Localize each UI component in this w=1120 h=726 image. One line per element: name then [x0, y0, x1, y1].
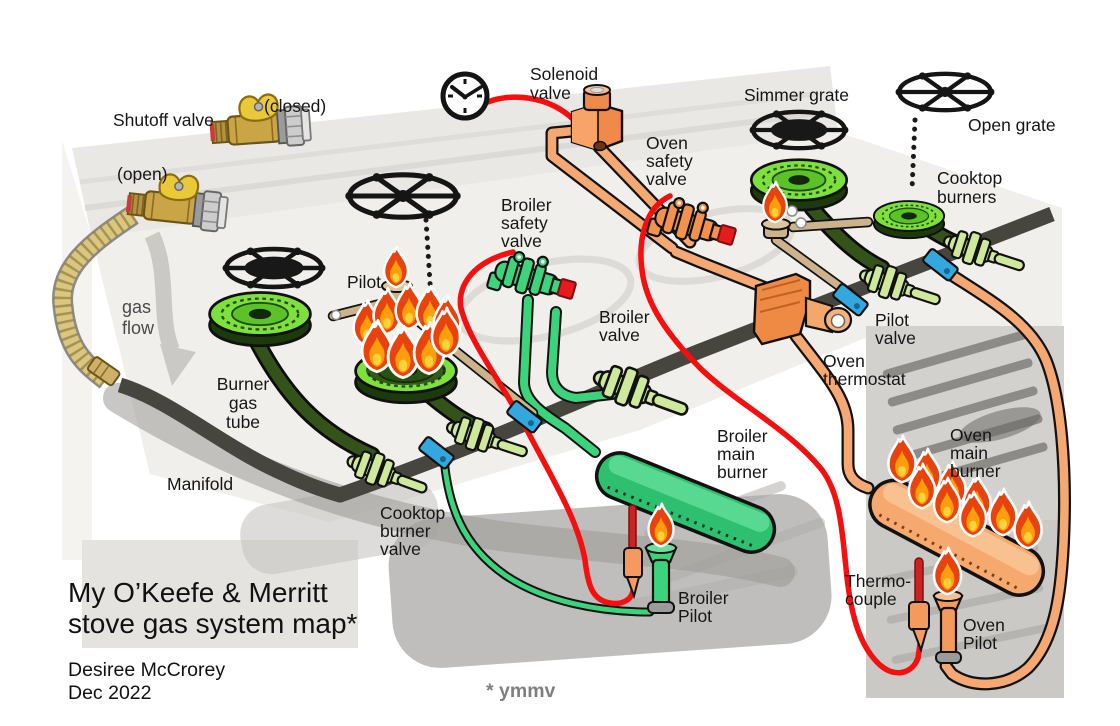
broiler-main-burner-label: Broiler: [717, 426, 768, 446]
oven-thermostat-label: Oven: [823, 351, 865, 371]
svg-text:burner: burner: [380, 521, 431, 541]
diagram-title: My O’Keefe & Merritt: [68, 577, 328, 608]
broiler-pilot-torch: [644, 542, 678, 614]
svg-text:valve: valve: [380, 539, 421, 559]
oven-thermocouple-capillary: [638, 193, 923, 676]
manifold-label: Manifold: [167, 474, 233, 494]
shutoff-valve-label: Shutoff valve: [113, 110, 214, 130]
safety-to-thermostat-pipe: [671, 247, 781, 297]
svg-text:valve: valve: [875, 328, 916, 348]
svg-text:valve: valve: [501, 231, 542, 251]
grate-connector-dotted-lines: [423, 117, 918, 317]
simmer-grate-label: Simmer grate: [744, 85, 849, 105]
broiler-burner-feed-pipe: [520, 296, 599, 456]
shutoff-closed-label: (closed): [264, 96, 326, 116]
svg-text:valve: valve: [646, 169, 687, 189]
cooktop-burner-left: [208, 291, 312, 348]
oven-main-burner-label: Oven: [950, 425, 992, 445]
credit-author: Desiree McCrorey: [68, 659, 225, 681]
gas-flow-arrow: [144, 231, 196, 386]
oven-pilot-torch: [932, 590, 964, 664]
credit-date: Dec 2022: [68, 682, 151, 704]
svg-text:valve: valve: [530, 83, 571, 103]
title-block: My O’Keefe & Merritt stove gas system ma…: [68, 577, 556, 704]
thermocouple-label: Thermo-: [845, 571, 911, 591]
red-capillary-lines: [457, 94, 923, 676]
pilot-label: Pilot: [347, 272, 381, 292]
timer-to-solenoid-wire: [485, 94, 577, 123]
oven-thermostat-shape: [752, 272, 853, 346]
right-pilot-supply-tube: [772, 236, 854, 298]
svg-text:gas: gas: [229, 393, 257, 413]
svg-text:burner: burner: [717, 462, 768, 482]
broiler-main-burner-shape: [594, 451, 777, 554]
cooktop-burner-valve-label: Cooktop: [380, 503, 445, 523]
svg-text:safety: safety: [646, 151, 693, 171]
svg-text:safety: safety: [501, 213, 548, 233]
svg-text:valve: valve: [599, 325, 640, 345]
timer-clock-icon: [440, 71, 490, 121]
svg-text:couple: couple: [845, 589, 897, 609]
svg-text:main: main: [950, 443, 988, 463]
broiler-valve-pipe: [548, 308, 616, 402]
oven-thermocouple: [908, 557, 930, 654]
footnote: * ymmv: [486, 680, 556, 702]
broiler-pilot-tube: [441, 455, 653, 615]
svg-text:burner: burner: [950, 461, 1001, 481]
broiler-thermocouple-capillary: [457, 249, 636, 607]
broiler-pilot-label: Broiler: [678, 588, 729, 608]
flex-gas-supply-hose: [52, 206, 139, 389]
thermostat-to-oven-burner-pipe: [791, 331, 873, 493]
oven-pilot-supply-pipe: [941, 269, 1069, 688]
svg-text:Pilot: Pilot: [678, 606, 712, 626]
svg-text:flow: flow: [122, 318, 155, 338]
solenoid-valve-label: Solenoid: [530, 64, 598, 84]
gas-flow-label: gas: [122, 297, 151, 317]
broiler-valve-label: Broiler: [599, 307, 650, 327]
shutoff-open-label: (open): [117, 164, 168, 184]
oven-pilot-label: Oven: [963, 615, 1005, 635]
svg-text:stove gas system map*: stove gas system map*: [68, 608, 358, 639]
pilot-valve-label: Pilot: [875, 310, 909, 330]
diagram-labels: Shutoff valve (closed) (open) Solenoid v…: [113, 64, 1056, 653]
svg-text:tube: tube: [226, 412, 260, 432]
svg-text:thermostat: thermostat: [823, 369, 906, 389]
svg-text:Pilot: Pilot: [963, 633, 997, 653]
cooktop-burner-right: [872, 200, 946, 240]
svg-text:main: main: [717, 444, 755, 464]
broiler-thermocouple: [623, 504, 643, 600]
broiler-safety-valve-label: Broiler: [501, 195, 552, 215]
cooktop-burners-label: Cooktop: [937, 168, 1002, 188]
solenoid-valve-shape: [570, 84, 624, 152]
burner-gas-tube-label: Burner: [217, 374, 270, 394]
open-grate-label: Open grate: [968, 115, 1056, 135]
svg-text:burners: burners: [937, 187, 997, 207]
manifold-shadow: [103, 383, 795, 587]
burner-gas-tube-left: [246, 326, 378, 461]
oven-safety-valve-label: Oven: [646, 133, 688, 153]
broiler-gas-pipes: [439, 294, 655, 617]
solenoid-pipe-a: [547, 126, 677, 253]
